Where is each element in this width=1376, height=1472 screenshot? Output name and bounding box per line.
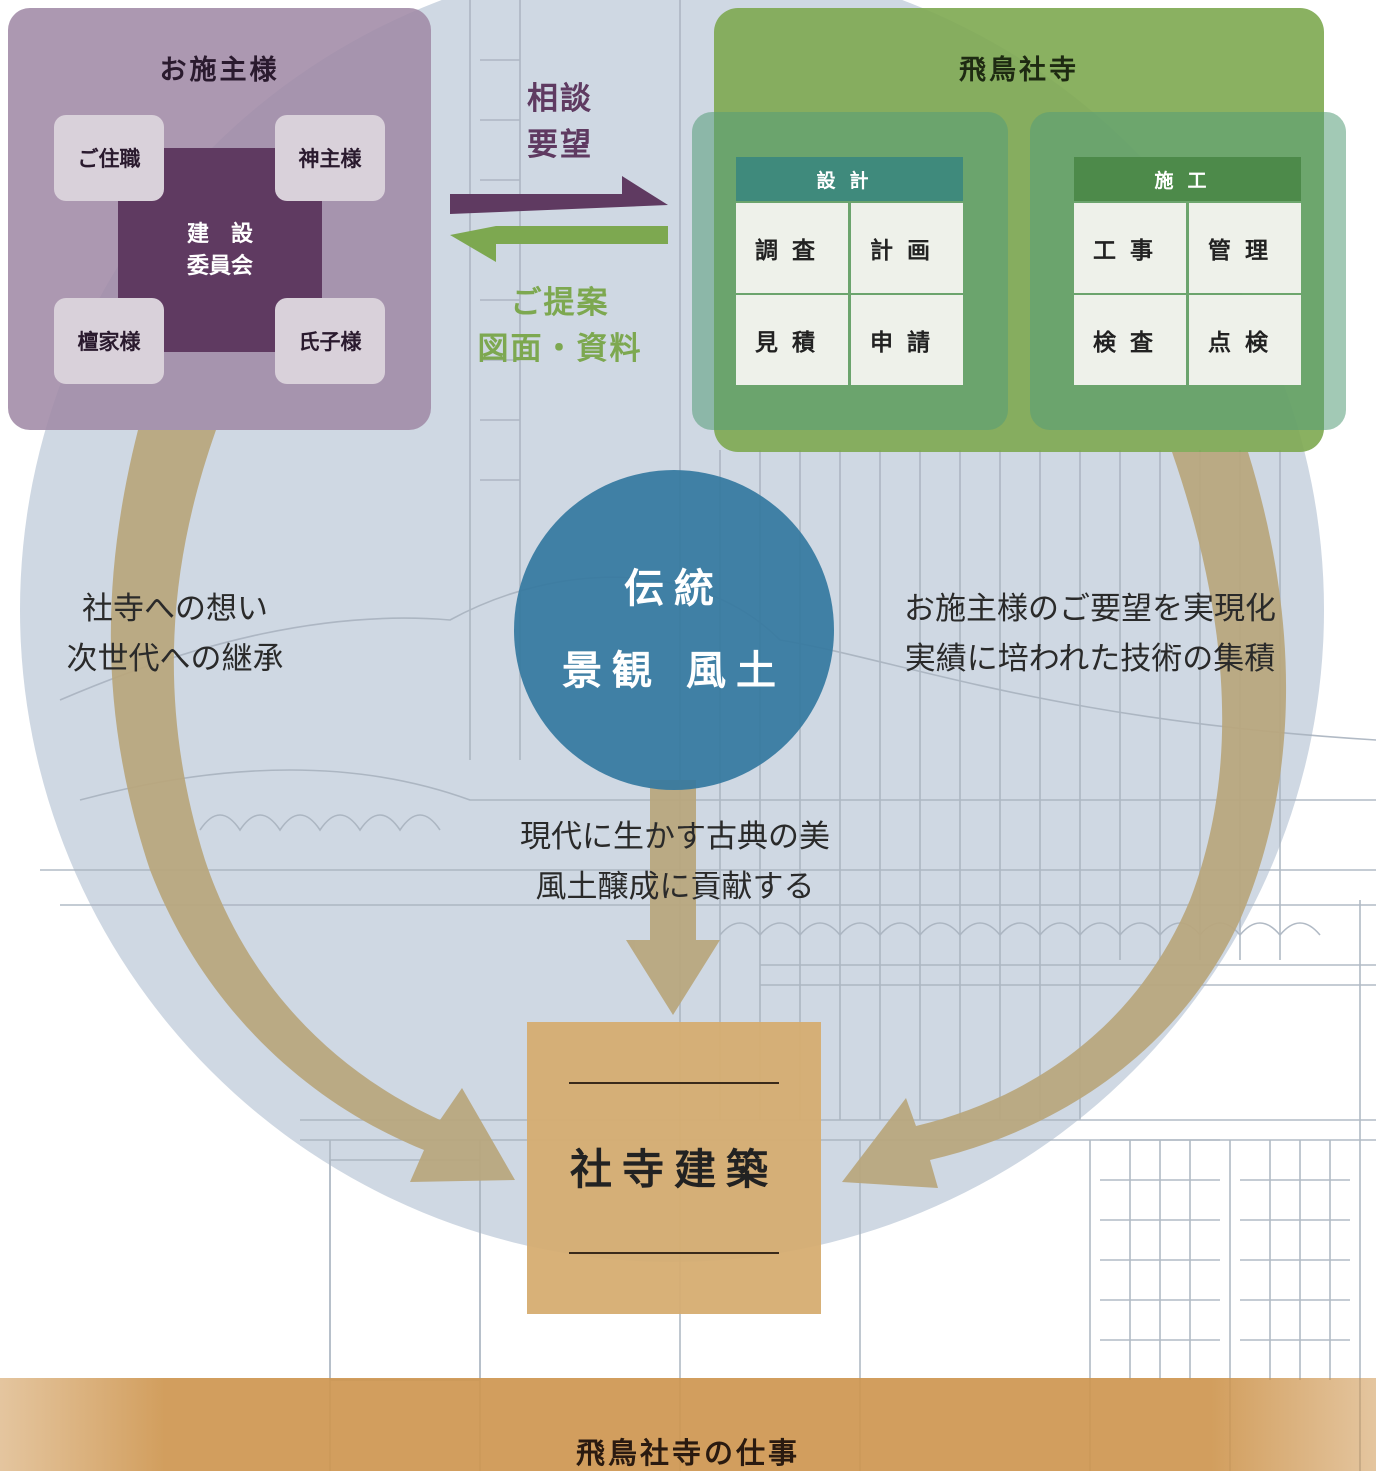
proposal-arrow	[450, 226, 668, 262]
member-shinto-priest: 神主様	[275, 115, 385, 201]
company-title: 飛鳥社寺	[959, 55, 1079, 86]
left-flow-arrow	[110, 430, 515, 1182]
construction-cell-inspection: 検査	[1074, 295, 1186, 385]
design-cell-planning: 計画	[851, 203, 963, 293]
design-cell-estimate: 見積	[736, 295, 848, 385]
client-aspiration-line-2: 次世代への継承	[66, 641, 284, 677]
footer-band	[0, 1378, 1376, 1471]
center-flow-arrow	[626, 780, 720, 1015]
company-strength-text: お施主様のご要望を実現化 実績に培われた技術の集積	[880, 584, 1300, 684]
company-strength-line-1: お施主様のご要望を実現化	[904, 591, 1276, 627]
design-cell-survey: 調査	[736, 203, 848, 293]
tradition-circle: 伝統 景観 風土	[514, 470, 834, 790]
client-aspiration-line-1: 社寺への想い	[82, 591, 268, 627]
committee-line-1: 建 設	[186, 221, 253, 247]
proposal-label-line-2: 図面・資料	[477, 331, 643, 367]
result-bottom-rule	[569, 1252, 779, 1254]
construction-cell-management: 管理	[1189, 203, 1301, 293]
right-flow-arrow	[842, 452, 1287, 1188]
member-temple-supporters: 檀家様	[54, 298, 164, 384]
tradition-contribution-line-2: 風土醸成に貢献する	[535, 869, 815, 905]
result-top-rule	[569, 1082, 779, 1084]
tradition-line-1: 伝統	[624, 565, 724, 612]
request-arrow	[450, 176, 668, 214]
member-chief-priest: ご住職	[54, 115, 164, 201]
request-label: 相談 要望	[470, 76, 650, 168]
tradition-line-2: 景観 風土	[562, 647, 786, 694]
temple-architecture-box: 社寺建築	[527, 1022, 821, 1314]
footer-title: 飛鳥社寺の仕事	[575, 1436, 800, 1470]
proposal-label-line-1: ご提案	[510, 285, 610, 321]
request-label-line-1: 相談	[527, 81, 593, 117]
request-label-line-2: 要望	[527, 127, 593, 163]
tradition-contribution-text: 現代に生かす古典の美 風土醸成に貢献する	[480, 812, 870, 912]
client-aspiration-text: 社寺への想い 次世代への継承	[30, 584, 320, 684]
committee-line-2: 委員会	[186, 253, 253, 279]
member-shrine-parishioners: 氏子様	[275, 298, 385, 384]
design-cell-application: 申請	[851, 295, 963, 385]
design-header: 設計	[736, 157, 963, 201]
client-title: お施主様	[159, 55, 280, 86]
construction-cell-works: 工事	[1074, 203, 1186, 293]
company-strength-line-2: 実績に培われた技術の集積	[904, 641, 1276, 677]
tradition-contribution-line-1: 現代に生かす古典の美	[520, 819, 830, 855]
construction-cell-maintenance-check: 点検	[1189, 295, 1301, 385]
construction-header: 施工	[1074, 157, 1301, 201]
flow-arrows	[110, 430, 1287, 1188]
result-label: 社寺建築	[569, 1145, 778, 1194]
proposal-label: ご提案 図面・資料	[452, 280, 668, 372]
